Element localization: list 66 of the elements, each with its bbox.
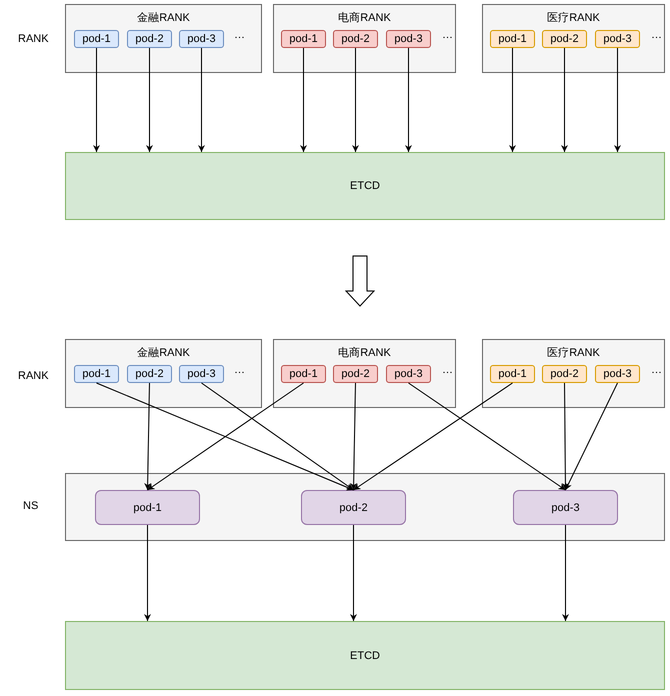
namespace-band <box>65 473 665 541</box>
ellipsis: … <box>234 364 245 376</box>
group-title: 金融RANK <box>136 346 191 360</box>
arrow <box>405 48 412 152</box>
arrow <box>144 524 151 622</box>
arrow <box>198 48 205 152</box>
pod-box: pod-3 <box>179 30 224 48</box>
group-box <box>273 339 456 408</box>
pod-box: pod-1 <box>74 365 119 383</box>
arrow <box>509 48 516 152</box>
etcd-box: ETCD <box>65 621 665 690</box>
arrow <box>93 48 100 152</box>
arrow <box>352 48 359 152</box>
etcd-box: ETCD <box>65 152 665 220</box>
group-title: 电商RANK <box>337 10 392 25</box>
pod-box: pod-2 <box>333 30 378 48</box>
pod-box: pod-3 <box>513 490 618 525</box>
pod-box: pod-3 <box>386 365 431 383</box>
pod-box: pod-2 <box>127 30 172 48</box>
pod-box: pod-3 <box>595 30 640 48</box>
arrow <box>614 48 621 152</box>
arrow <box>562 382 569 490</box>
arrow <box>408 382 566 490</box>
arrow <box>565 382 618 490</box>
group-box <box>273 4 456 73</box>
pod-box: pod-1 <box>281 365 326 383</box>
pod-box: pod-2 <box>542 365 587 383</box>
group-title: 电商RANK <box>337 346 392 360</box>
arrow <box>350 524 357 622</box>
pod-box: pod-1 <box>74 30 119 48</box>
group-title: 金融RANK <box>136 11 191 25</box>
group-title: 医疗RANK <box>546 11 601 25</box>
ellipsis: … <box>651 364 662 376</box>
arrow <box>350 382 358 490</box>
pod-box: pod-1 <box>490 365 535 383</box>
ellipsis: … <box>442 364 453 376</box>
ellipsis: … <box>651 29 662 41</box>
arrow <box>201 382 354 490</box>
arrow <box>146 48 153 152</box>
pod-box: pod-1 <box>490 30 535 48</box>
group-box <box>482 4 665 73</box>
pod-box: pod-3 <box>179 365 224 383</box>
pod-box: pod-2 <box>301 490 406 525</box>
row-label: RANK <box>18 370 49 382</box>
group-box <box>482 339 665 408</box>
arrow <box>144 382 152 490</box>
arrow <box>353 382 513 490</box>
pod-box: pod-2 <box>333 365 378 383</box>
pod-box: pod-2 <box>127 365 172 383</box>
group-title: 医疗RANK <box>546 346 601 360</box>
arrow <box>300 48 307 152</box>
arrow <box>147 382 304 490</box>
arrow <box>561 48 568 152</box>
arrow <box>562 524 569 622</box>
pod-box: pod-3 <box>386 30 431 48</box>
arrow <box>96 382 354 491</box>
ellipsis: … <box>234 29 245 41</box>
row-label: NS <box>23 500 38 512</box>
pod-box: pod-2 <box>542 30 587 48</box>
ellipsis: … <box>442 29 453 41</box>
group-box <box>65 339 262 408</box>
row-label: RANK <box>18 33 49 45</box>
pod-box: pod-1 <box>281 30 326 48</box>
pod-box: pod-1 <box>95 490 200 525</box>
pod-box: pod-3 <box>595 365 640 383</box>
group-box <box>65 4 262 73</box>
